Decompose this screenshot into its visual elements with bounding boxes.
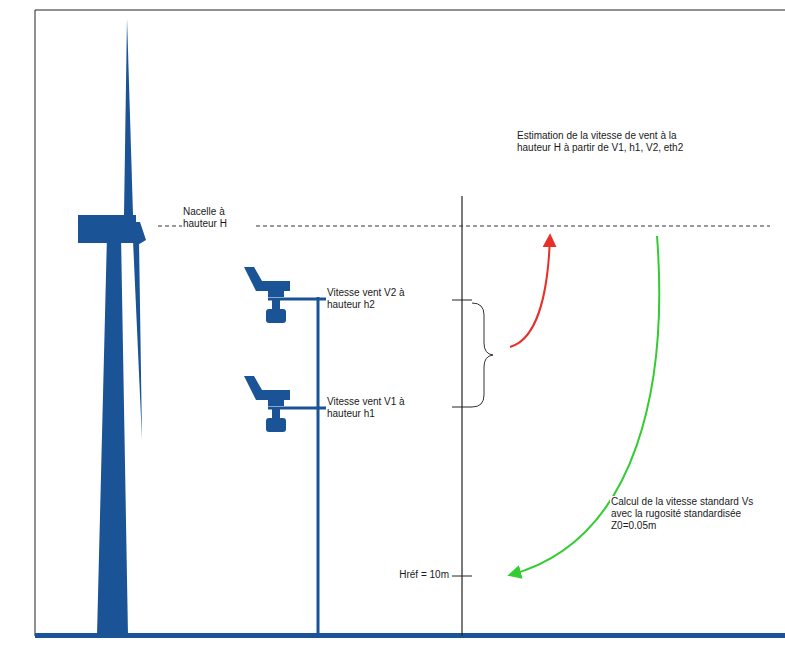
wind-turbine xyxy=(78,18,146,636)
frame-line xyxy=(35,10,785,11)
anemometer-symbol xyxy=(244,376,290,432)
process-note: Calcul de la vitesse standard Vs avec la… xyxy=(610,496,762,532)
mast-pole xyxy=(317,297,320,636)
height-tick xyxy=(452,300,472,301)
turbine-nacelle xyxy=(78,215,136,243)
height-tick xyxy=(452,407,472,408)
curly-bracket xyxy=(472,303,493,407)
anemometer-symbol xyxy=(244,267,290,323)
sensor-label: Vitesse vent V2 à hauteur h2 xyxy=(326,287,438,311)
nacelle-label: Nacelle à hauteur H xyxy=(182,206,254,230)
measurement-mast xyxy=(268,297,330,636)
sensor-label: Vitesse vent V1 à hauteur h1 xyxy=(326,396,438,420)
turbine-blade xyxy=(133,240,142,440)
height-axis xyxy=(461,196,462,636)
turbine-blade xyxy=(124,18,133,215)
turbine-tower xyxy=(97,235,128,636)
process-note: Estimation de la vitesse de vent à la ha… xyxy=(516,130,708,154)
estimation-arrow xyxy=(510,236,550,347)
reference-height-label: Hréf = 10m xyxy=(386,569,450,581)
height-tick xyxy=(452,576,472,577)
ground-line xyxy=(35,633,785,638)
frame-line xyxy=(35,10,36,636)
